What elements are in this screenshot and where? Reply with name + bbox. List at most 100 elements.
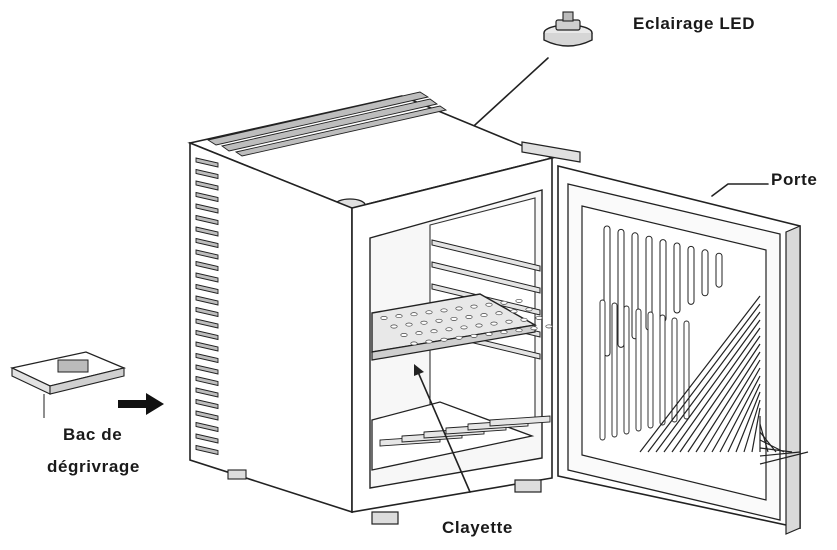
shelf-hole bbox=[505, 319, 513, 324]
shelf-hole bbox=[455, 306, 463, 311]
side-vent-slot bbox=[195, 272, 219, 283]
side-vent-slot bbox=[195, 283, 219, 295]
door-slot bbox=[701, 249, 709, 297]
shelf-hole bbox=[440, 308, 448, 313]
shelf-hole bbox=[465, 315, 473, 319]
side-vent-slot bbox=[195, 237, 219, 249]
wall-rail bbox=[431, 261, 541, 294]
shelf-hole bbox=[435, 318, 443, 323]
door-hatch-line bbox=[671, 327, 761, 453]
door bbox=[521, 141, 809, 535]
wall-rail bbox=[431, 239, 541, 272]
side-vent-slot bbox=[195, 168, 219, 180]
side-vent-slot bbox=[195, 306, 219, 318]
clayette-pointer-line bbox=[417, 371, 471, 493]
door-slot bbox=[659, 239, 667, 323]
side-vent-slot bbox=[195, 387, 219, 398]
shelf-hole bbox=[395, 314, 403, 319]
shelf-hole bbox=[515, 328, 523, 333]
shelf-hole bbox=[470, 333, 478, 338]
shelf-hole bbox=[510, 309, 518, 314]
shelf bbox=[371, 293, 553, 361]
side-vent-slot bbox=[195, 295, 219, 306]
door-slot bbox=[623, 305, 630, 435]
side-vent-slot bbox=[195, 157, 219, 168]
shelf-hole bbox=[415, 331, 423, 336]
led-bulb-icon bbox=[543, 11, 593, 47]
door-slot bbox=[617, 228, 625, 348]
door-hatch-line bbox=[759, 451, 801, 457]
shelf-hole bbox=[390, 324, 398, 329]
shelf-hole bbox=[420, 320, 428, 325]
shelf-hole bbox=[485, 332, 493, 336]
shelf-hole bbox=[485, 302, 493, 307]
door-hatch-line bbox=[639, 295, 761, 453]
side-vent-slot bbox=[195, 214, 219, 226]
side-vent-slot bbox=[195, 444, 219, 456]
door-hatch-line bbox=[743, 399, 761, 453]
shelf-hole bbox=[405, 322, 413, 327]
shelf-hole bbox=[470, 304, 478, 309]
shelf-hole bbox=[525, 307, 533, 312]
shelf-hole bbox=[400, 333, 408, 337]
shelf-hole bbox=[445, 327, 453, 332]
shelf-hole bbox=[450, 316, 458, 321]
side-vent-slot bbox=[195, 260, 219, 272]
door-slot bbox=[673, 242, 681, 314]
door-hatch-line bbox=[687, 343, 761, 453]
door-hatch-line bbox=[735, 391, 761, 453]
side-vent-slot bbox=[195, 191, 219, 203]
side-vent-slot bbox=[195, 421, 219, 433]
side-vent-slot bbox=[195, 329, 219, 341]
door-slot bbox=[647, 311, 654, 429]
door-hatch-line bbox=[703, 359, 761, 453]
label-drip-tray-line1: Bac de bbox=[63, 425, 123, 444]
side-vent-slot bbox=[195, 433, 219, 444]
door-slot bbox=[659, 314, 666, 426]
bottom-tray bbox=[371, 401, 551, 471]
door-slot bbox=[683, 320, 690, 420]
side-vent-slot bbox=[195, 375, 219, 387]
door-hatch-line bbox=[711, 367, 761, 453]
door-slot bbox=[611, 302, 618, 438]
shelf-hole bbox=[520, 317, 528, 322]
door-slot bbox=[671, 317, 678, 423]
side-vent-slot bbox=[195, 410, 219, 421]
door-hatch-line bbox=[663, 319, 761, 453]
shelf-hole bbox=[410, 341, 418, 346]
side-vent-slot bbox=[195, 364, 219, 375]
door-hatch-line bbox=[719, 375, 761, 453]
shelf-hole bbox=[380, 316, 388, 320]
side-vent-slot bbox=[195, 249, 219, 260]
door-hatch-line bbox=[695, 351, 761, 453]
top-vents bbox=[206, 91, 448, 157]
shelf-hole bbox=[425, 310, 433, 315]
label-drip-tray-line2: dégrivrage bbox=[47, 457, 140, 476]
shelf-hole bbox=[410, 312, 418, 317]
shelf-hole bbox=[495, 311, 503, 316]
door-hatch-line bbox=[727, 383, 761, 453]
shelf-hole bbox=[425, 339, 433, 344]
door-hatch-line bbox=[759, 447, 793, 453]
label-shelf: Clayette bbox=[442, 518, 513, 537]
clayette-pointer-arrowhead bbox=[414, 364, 424, 376]
shelf-hole bbox=[475, 323, 483, 328]
porte-pointer-line bbox=[711, 183, 769, 197]
side-vent-slot bbox=[195, 180, 219, 191]
door-slot bbox=[599, 299, 606, 441]
shelf-hole bbox=[500, 300, 508, 305]
shelf-hole bbox=[455, 335, 463, 340]
door-hatch-line bbox=[759, 451, 809, 465]
shelf-hole bbox=[490, 321, 498, 326]
drip-tray-part bbox=[9, 351, 127, 418]
door-slot bbox=[635, 308, 642, 432]
label-door: Porte bbox=[771, 170, 818, 189]
shelf-hole bbox=[440, 337, 448, 342]
shelf-hole bbox=[535, 315, 543, 320]
shelf-hole bbox=[515, 298, 523, 303]
door-hatch-line bbox=[655, 311, 761, 453]
cabinet-feet bbox=[227, 469, 542, 525]
arrow-right-icon bbox=[118, 393, 164, 415]
